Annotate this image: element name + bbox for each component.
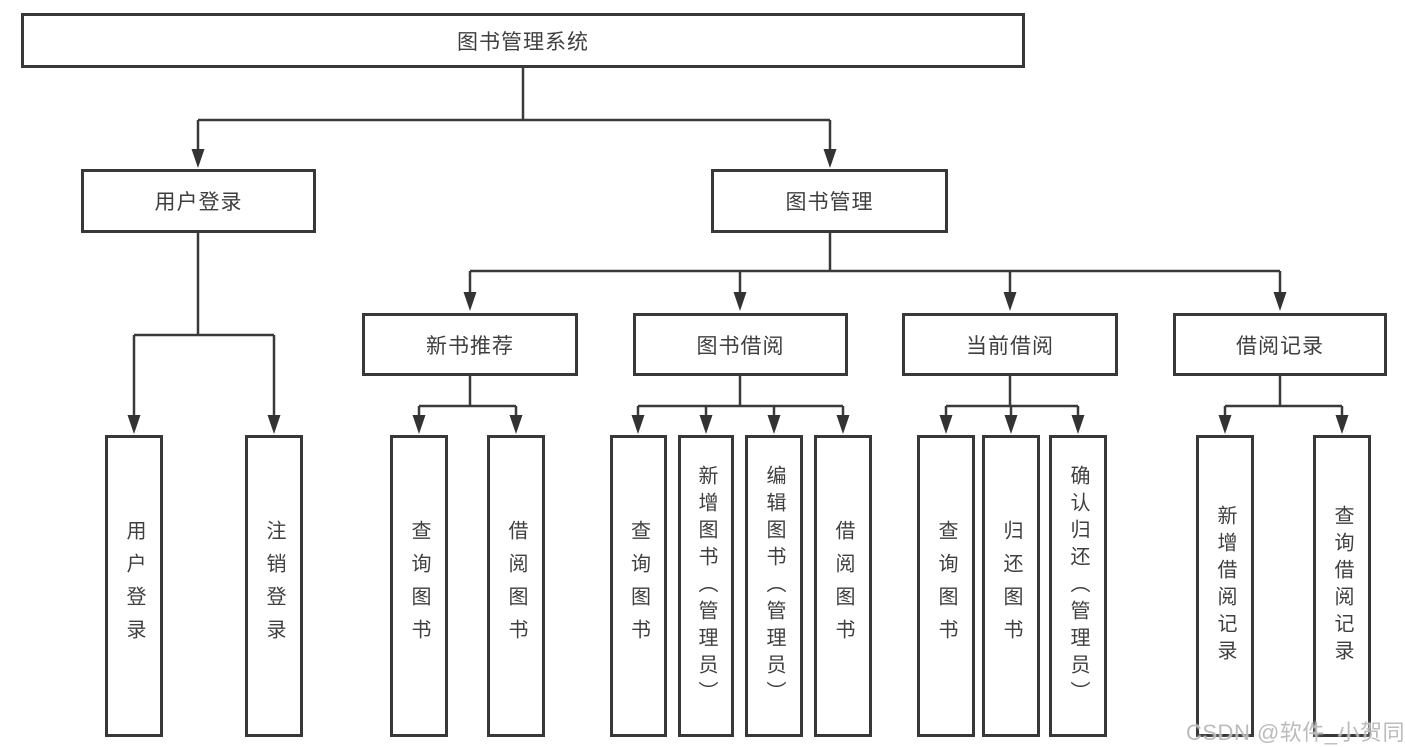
node-borrowing-records: 借阅记录	[1173, 313, 1387, 376]
csdn-watermark: CSDN @软件_小贺同学	[1186, 720, 1405, 745]
leaf-query-books-recommend: 查询图书	[390, 435, 448, 737]
node-library-management-system: 图书管理系统	[21, 13, 1025, 68]
node-new-book-recommendation: 新书推荐	[362, 313, 578, 376]
node-book-management: 图书管理	[711, 169, 948, 233]
node-user-login: 用户登录	[81, 169, 316, 233]
leaf-add-borrow-record: 新增借阅记录	[1196, 435, 1254, 737]
leaf-confirm-return-admin: 确认归还（管理员）	[1049, 435, 1107, 737]
leaf-query-books-current: 查询图书	[917, 435, 975, 737]
node-book-borrowing: 图书借阅	[633, 313, 848, 376]
leaf-borrow-books-recommend: 借阅图书	[487, 435, 545, 737]
leaf-user-login: 用户登录	[105, 435, 163, 737]
leaf-borrow-books: 借阅图书	[814, 435, 872, 737]
node-current-borrowing: 当前借阅	[902, 313, 1118, 376]
leaf-logout: 注销登录	[245, 435, 303, 737]
leaf-edit-book-admin: 编辑图书（管理员）	[745, 435, 803, 737]
leaf-query-borrow-record: 查询借阅记录	[1313, 435, 1371, 737]
tree-edges	[132, 68, 1344, 419]
leaf-add-book-admin: 新增图书（管理员）	[678, 435, 734, 737]
leaf-return-books: 归还图书	[982, 435, 1040, 737]
leaf-query-books-borrow: 查询图书	[610, 435, 667, 737]
